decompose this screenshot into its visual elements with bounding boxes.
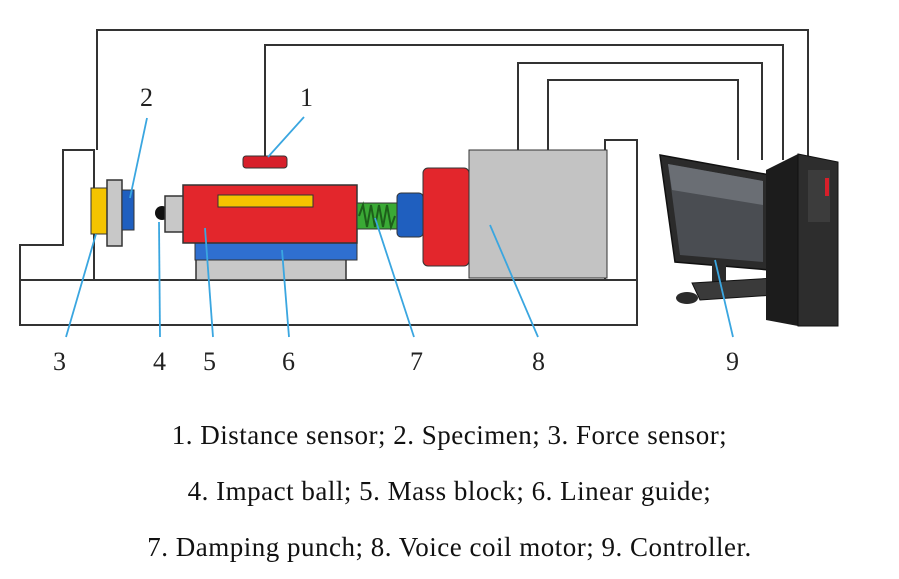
coupler — [396, 192, 424, 238]
distance-sensor — [242, 155, 288, 169]
label-6: 6 — [282, 347, 295, 376]
monitor-screen-glare — [668, 164, 763, 205]
mass-block-bar — [217, 194, 314, 208]
guide-rail — [195, 257, 347, 281]
striker-head — [164, 195, 185, 233]
wire-force-sensor — [96, 29, 809, 160]
specimen — [121, 189, 135, 231]
label-1: 1 — [300, 83, 313, 112]
label-7: 7 — [410, 347, 423, 376]
wire-motor-2 — [547, 79, 739, 160]
pc-tower-side — [766, 154, 798, 326]
caption-line-2: 4. Impact ball; 5. Mass block; 6. Linear… — [187, 476, 712, 506]
label-4: 4 — [153, 347, 166, 376]
pc-drive-bay — [808, 170, 830, 222]
wire-motor-1 — [517, 62, 763, 160]
signal-wires — [96, 29, 809, 160]
caption-line-3: 7. Damping punch; 8. Voice coil motor; 9… — [147, 532, 752, 562]
force-sensor — [90, 187, 109, 235]
wire-distance-sensor — [264, 44, 784, 160]
label-3: 3 — [53, 347, 66, 376]
specimen-holder — [106, 179, 123, 247]
base-frame — [19, 139, 638, 326]
pc-red-accent — [825, 178, 829, 196]
damping-spring-coil — [358, 201, 396, 231]
label-9: 9 — [726, 347, 739, 376]
mouse — [676, 292, 698, 304]
mass-block — [182, 184, 358, 244]
label-8: 8 — [532, 347, 545, 376]
label-2: 2 — [140, 83, 153, 112]
monitor-stand — [712, 262, 726, 282]
voice-coil-motor — [468, 149, 608, 279]
caption-line-1: 1. Distance sensor; 2. Specimen; 3. Forc… — [171, 420, 728, 450]
label-5: 5 — [203, 347, 216, 376]
voice-coil-flange — [422, 167, 470, 267]
leader-lines — [65, 116, 734, 338]
controller — [659, 153, 839, 327]
